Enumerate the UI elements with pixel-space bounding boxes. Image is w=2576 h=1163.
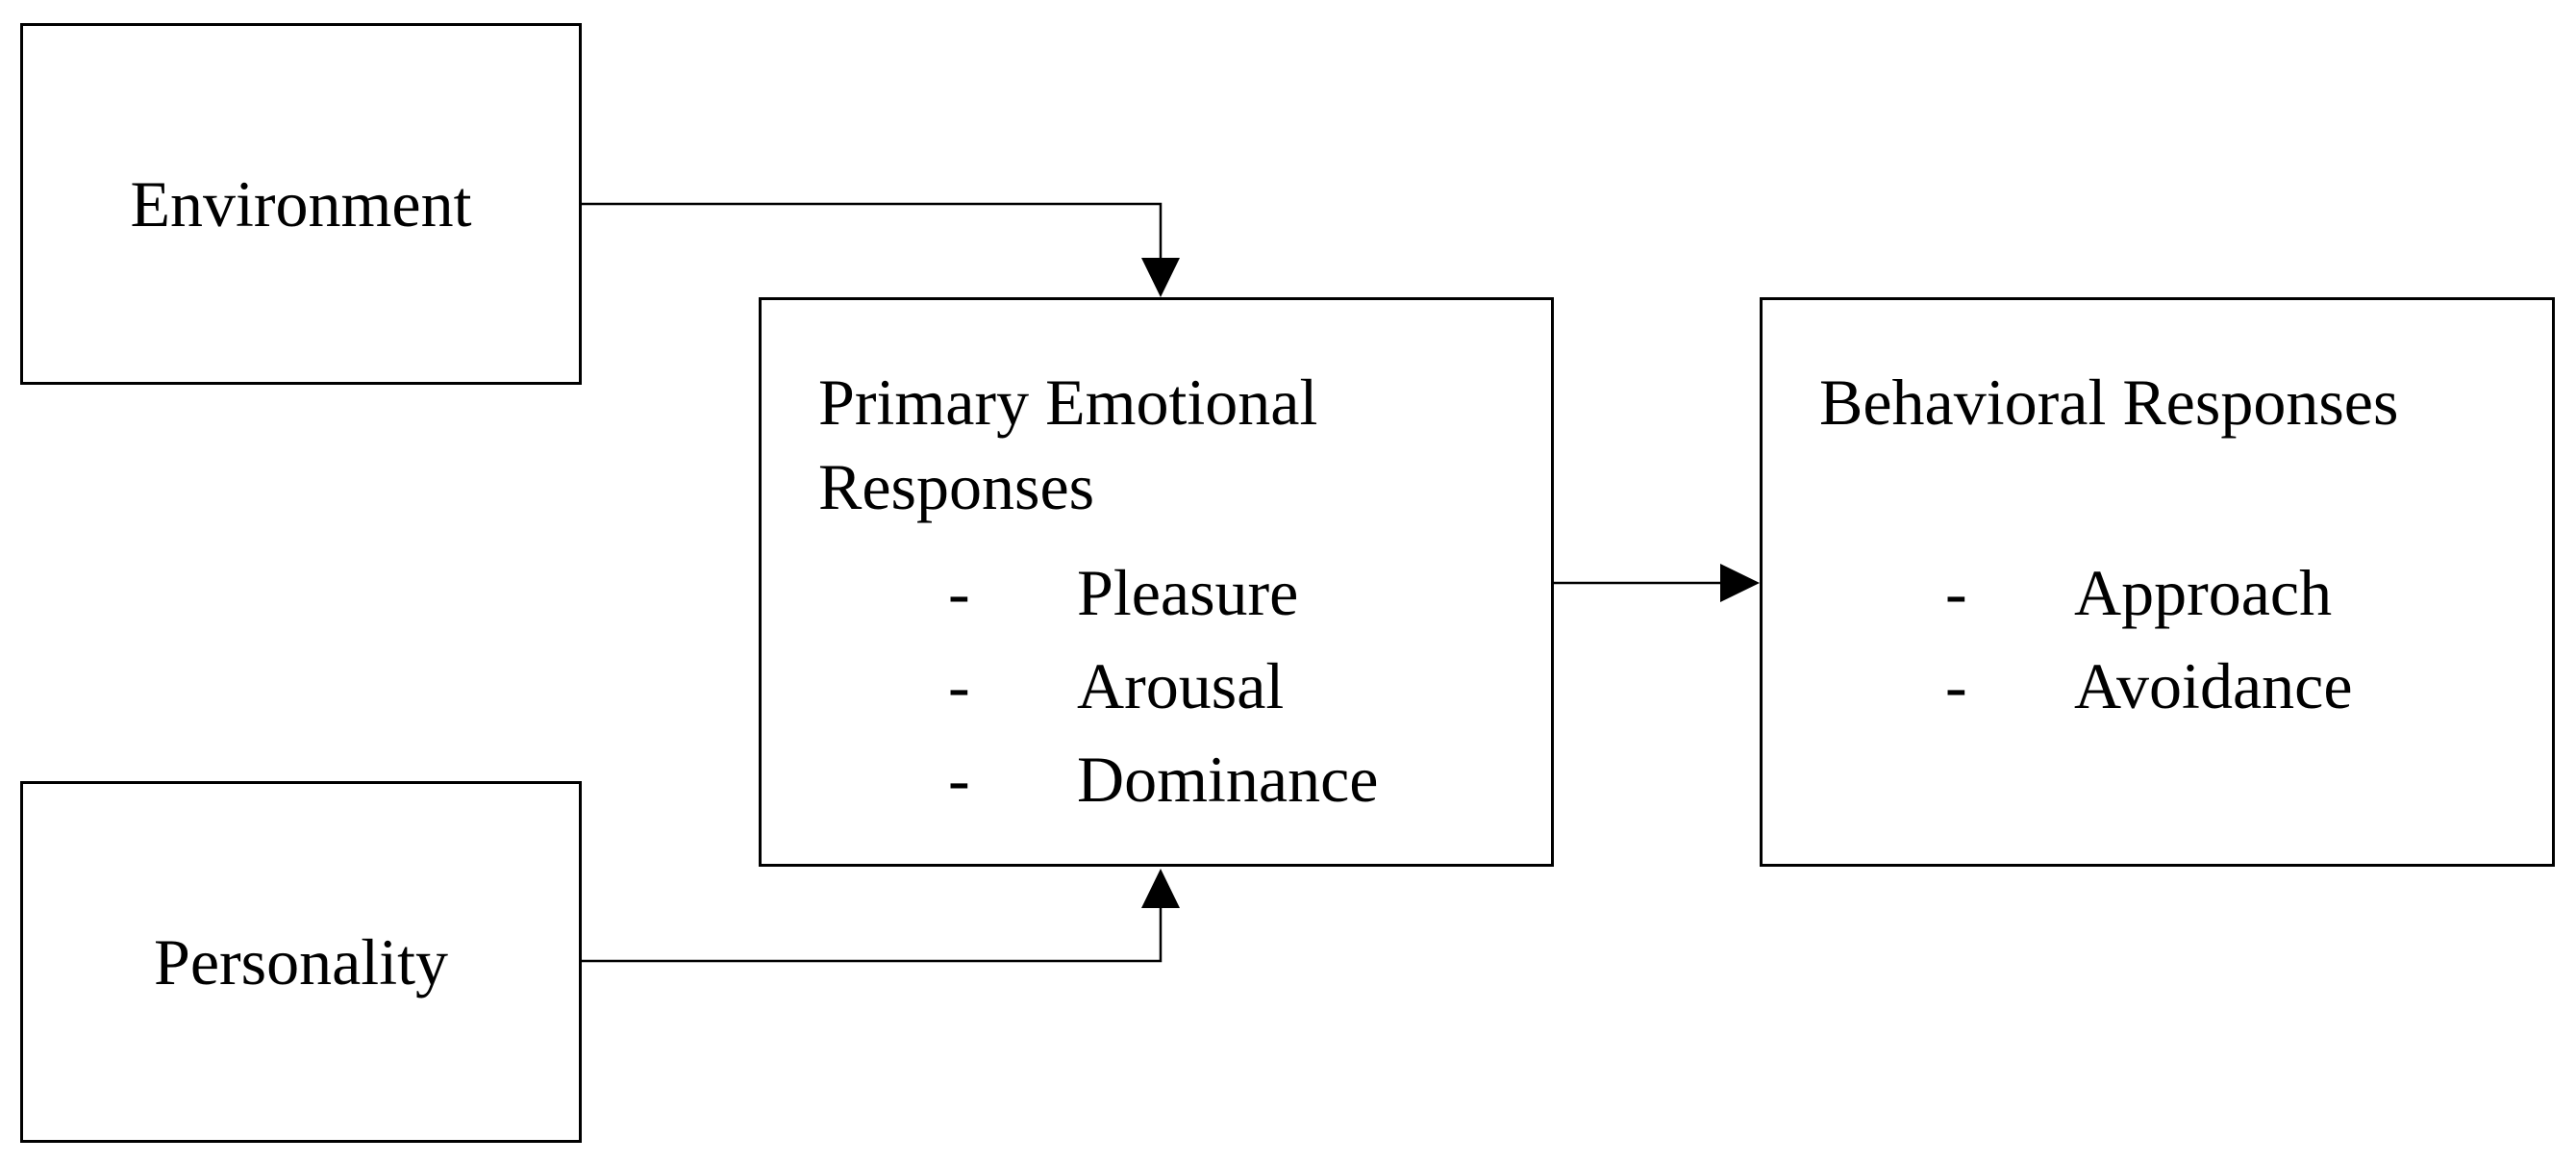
behavioral-responses-title: Behavioral Responses — [1819, 366, 2399, 439]
item-pleasure: Pleasure — [1077, 556, 1299, 629]
bullet-dash: - — [948, 649, 970, 722]
bullet-dash: - — [1945, 649, 1967, 722]
list-item-approach: - Approach — [1945, 546, 2522, 640]
item-arousal: Arousal — [1077, 649, 1285, 722]
environment-label: Environment — [130, 166, 472, 240]
list-item-arousal: - Arousal — [948, 640, 1525, 733]
behavioral-responses-box: Behavioral Responses - Approach - Avoida… — [1760, 297, 2555, 867]
primary-emotional-responses-box: Primary Emotional Responses - Pleasure -… — [759, 297, 1554, 867]
environment-box: Environment — [20, 23, 582, 385]
bullet-dash: - — [948, 556, 970, 629]
primary-emotional-responses-title: Primary Emotional Responses — [818, 366, 1318, 524]
edge-personality-to-primary-line — [582, 908, 1163, 963]
item-dominance: Dominance — [1077, 743, 1379, 816]
edge-personality-to-primary-arrowhead — [1141, 869, 1180, 908]
primary-emotional-responses-list: - Pleasure - Arousal - Dominance — [948, 546, 1525, 826]
edge-primary-to-behavioral-arrowhead — [1720, 564, 1760, 602]
list-item-pleasure: - Pleasure — [948, 546, 1525, 640]
list-item-avoidance: - Avoidance — [1945, 640, 2522, 733]
bullet-dash: - — [948, 743, 970, 816]
personality-label: Personality — [154, 924, 448, 999]
list-item-dominance: - Dominance — [948, 733, 1525, 826]
item-avoidance: Avoidance — [2074, 649, 2353, 722]
item-approach: Approach — [2074, 556, 2333, 629]
edge-environment-to-primary-arrowhead — [1141, 258, 1180, 297]
behavioral-responses-list: - Approach - Avoidance — [1945, 546, 2522, 733]
edge-environment-to-primary-line — [582, 202, 1163, 258]
bullet-dash: - — [1945, 556, 1967, 629]
personality-box: Personality — [20, 781, 582, 1143]
